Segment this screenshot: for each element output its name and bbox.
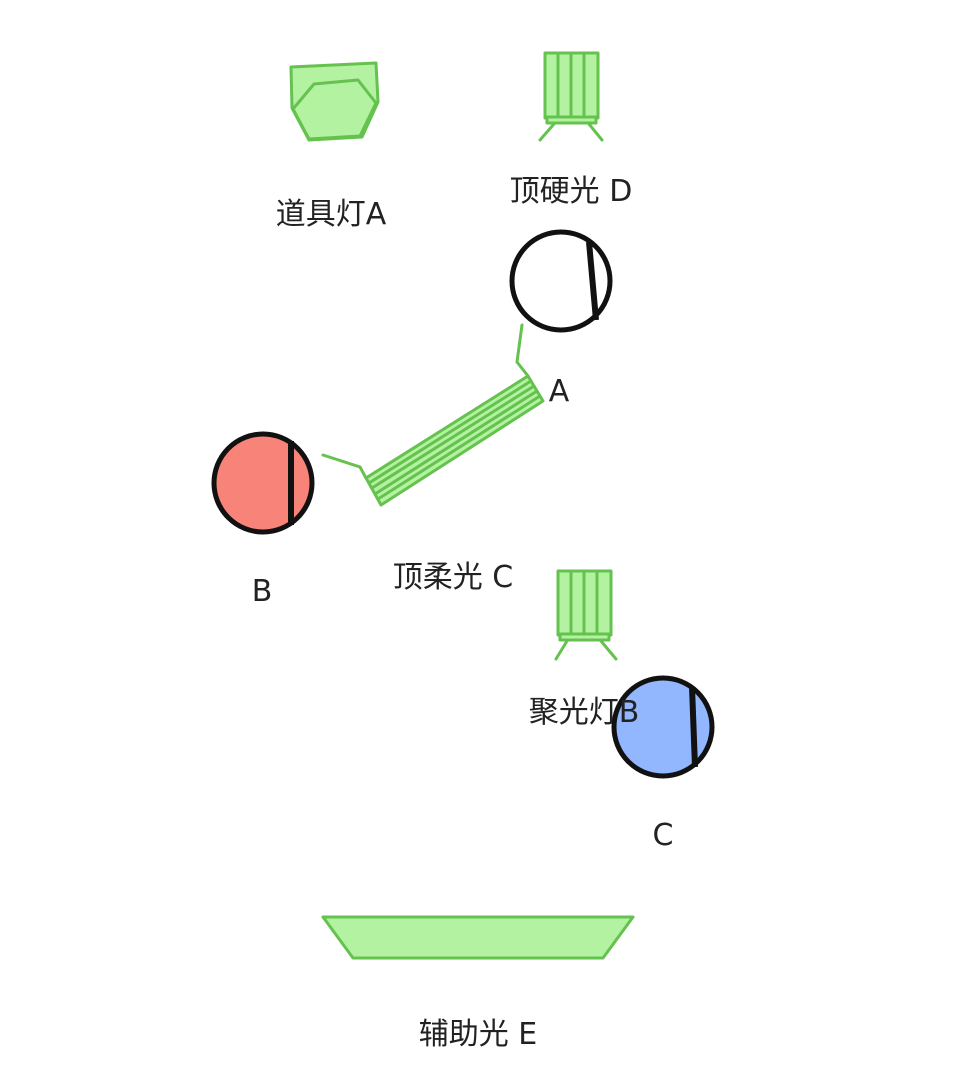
top-soft-light-c[interactable]: 顶柔光 C — [321, 323, 545, 595]
actor-c-label: C — [653, 818, 674, 853]
actor-c[interactable]: C — [611, 675, 715, 853]
prop-light-a[interactable]: 道具灯A — [276, 61, 387, 232]
actor-b-label: B — [252, 574, 273, 609]
actor-c-circle — [611, 675, 715, 779]
top-soft-light-c-strip — [376, 394, 542, 501]
fill-light-e[interactable]: 辅助光 E — [321, 915, 635, 1052]
prop-light-a-lens-icon — [291, 78, 378, 141]
actor-a-facing-bar — [586, 241, 599, 321]
top-soft-light-c-strip — [373, 389, 539, 496]
top-soft-light-c-strip — [367, 379, 533, 485]
top-hard-light-d-leg — [538, 122, 556, 142]
prop-light-a-label: 道具灯A — [276, 197, 387, 232]
actor-b-circle — [211, 431, 315, 535]
actor-b[interactable]: B — [211, 431, 315, 609]
actor-a-circle — [509, 229, 613, 333]
spotlight-b-leg — [599, 639, 618, 661]
spotlight-b-label: 聚光灯B — [529, 695, 640, 730]
fill-light-e-label: 辅助光 E — [419, 1017, 538, 1052]
top-hard-light-d-base-icon — [545, 115, 598, 125]
top-hard-light-d-label: 顶硬光 D — [510, 174, 633, 209]
top-hard-light-d-leg — [587, 122, 604, 142]
actor-a[interactable]: A — [509, 229, 613, 409]
top-soft-light-c-label: 顶柔光 C — [393, 560, 513, 595]
top-soft-light-c-cord — [515, 323, 530, 378]
spotlight-b-leg — [554, 639, 569, 661]
spotlight-b-base-icon — [558, 632, 611, 642]
top-soft-light-c-cord — [321, 453, 368, 480]
fill-light-e-panel-icon — [321, 915, 635, 960]
top-hard-light-d[interactable]: 顶硬光 D — [510, 51, 633, 209]
top-soft-light-c-strip — [370, 384, 536, 490]
actor-a-label: A — [549, 374, 570, 409]
actor-c-facing-bar — [689, 686, 698, 768]
spotlight-b[interactable] — [554, 569, 618, 661]
